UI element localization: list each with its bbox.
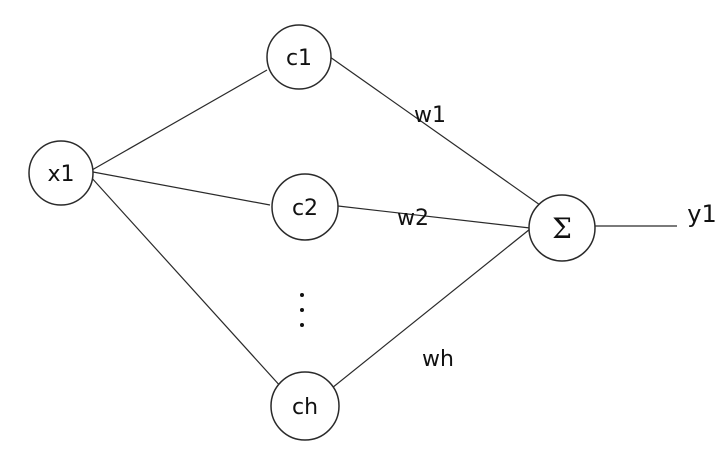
hidden-node-c1-label: c1 [286, 46, 312, 71]
sum-node-circle [528, 194, 596, 262]
edge-c2-sum [337, 205, 531, 229]
edge-x1-ch [89, 175, 283, 389]
ellipsis-dot [300, 323, 304, 327]
ellipsis-dot [300, 293, 304, 297]
hidden-node-ch-label: ch [292, 395, 318, 420]
hidden-node-c2-circle [271, 173, 339, 241]
weight-label-w2: w2 [397, 206, 429, 231]
hidden-node-c1-circle [266, 24, 332, 90]
edge-x1-c1 [91, 69, 268, 171]
sigma-icon: Σ [552, 212, 572, 245]
ellipsis-dots [300, 293, 304, 327]
ellipsis-dot [300, 308, 304, 312]
input-node-label: x1 [47, 162, 74, 187]
sum-node: Σ [528, 194, 596, 262]
weight-label-w1: w1 [414, 103, 446, 128]
output-label: y1 [687, 200, 716, 228]
edge-c1-sum [329, 56, 541, 206]
hidden-node-ch: ch [270, 371, 340, 441]
input-node-circle [28, 140, 94, 206]
hidden-node-c2-label: c2 [292, 196, 318, 221]
edge-x1-c2 [92, 171, 271, 206]
hidden-node-c1: c1 [266, 24, 332, 90]
edge-ch-sum [331, 216, 546, 389]
hidden-node-ch-circle [270, 371, 340, 441]
weight-label-wh: wh [422, 347, 454, 372]
hidden-node-c2: c2 [271, 173, 339, 241]
input-node: x1 [28, 140, 94, 206]
